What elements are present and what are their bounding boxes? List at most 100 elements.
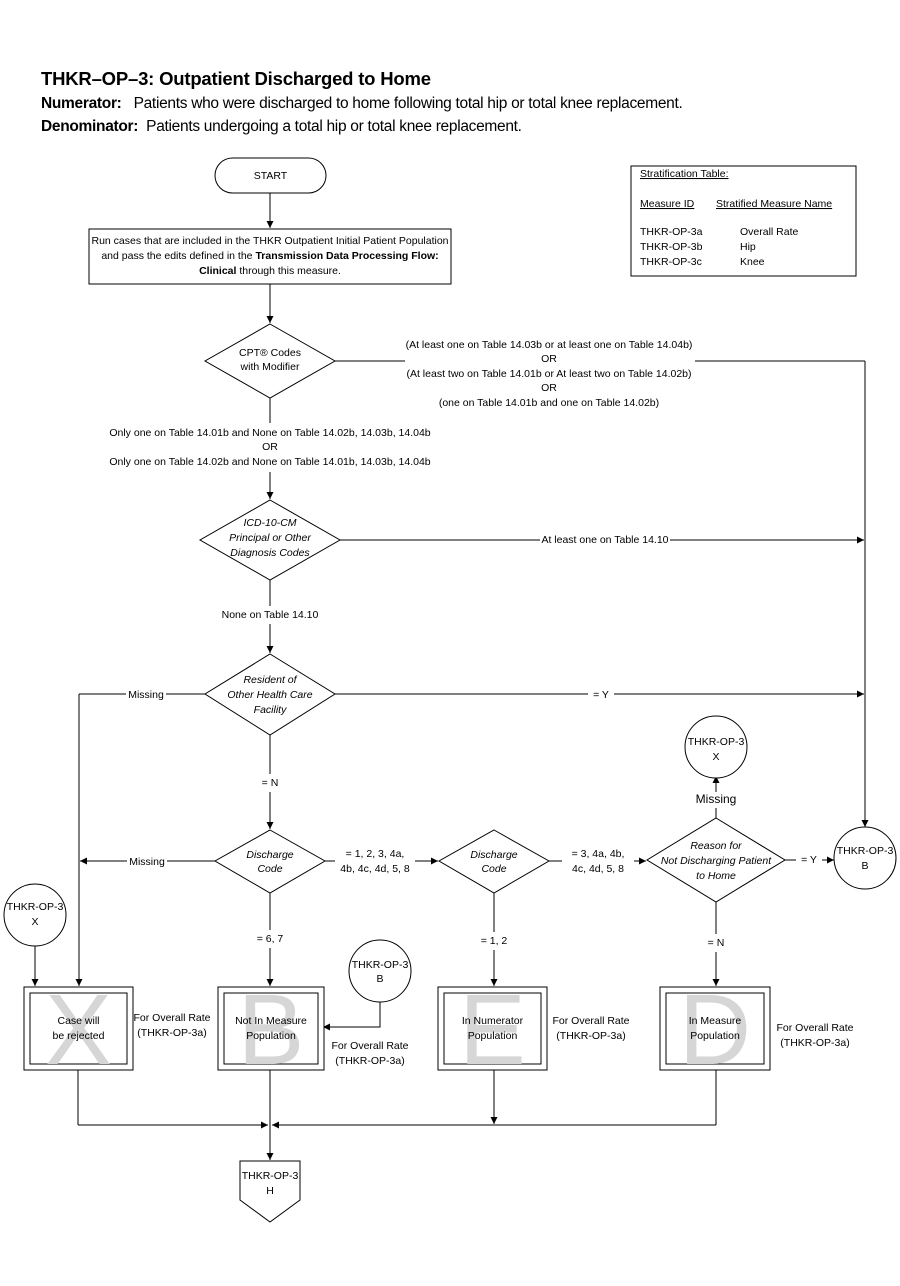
reason-label-3: to Home <box>696 870 736 882</box>
label-bg <box>405 336 695 412</box>
discharge2-label-1: Discharge <box>470 849 517 861</box>
strat-col-id: Measure ID <box>640 198 695 210</box>
discharge2-label-2: Code <box>481 863 506 875</box>
strat-row-id: THKR-OP-3b <box>640 241 703 253</box>
resident-down-label: = N <box>262 777 279 789</box>
outcome-d-note1: For Overall Rate <box>776 1022 853 1034</box>
discharge-decision-1 <box>213 829 327 894</box>
resident-left-label: Missing <box>128 689 164 701</box>
stratification-table <box>630 165 857 277</box>
connector-x-top-l2: X <box>712 751 719 763</box>
strat-row-name: Hip <box>740 241 756 253</box>
reason-up-label: Missing <box>696 792 737 806</box>
outcome-b-note1: For Overall Rate <box>331 1040 408 1052</box>
connector-x-left-l2: X <box>31 916 38 928</box>
cpt-right-or-1: OR <box>541 353 557 365</box>
outcome-d-note2: (THKR-OP-3a) <box>780 1037 849 1049</box>
outcome-x-l1: Case will <box>57 1015 99 1027</box>
label-bg <box>335 846 415 876</box>
numerator-label: Numerator: <box>41 95 122 112</box>
connector-h-l1: THKR-OP-3 <box>242 1170 299 1182</box>
outcome-b-l1: Not In Measure <box>235 1015 307 1027</box>
label-bg <box>540 532 670 548</box>
connector-x-top-l1: THKR-OP-3 <box>688 736 745 748</box>
outcome-b-l2: Population <box>246 1030 296 1042</box>
icd-down-label: None on Table 14.10 <box>222 609 319 621</box>
connector-b-mid-l2: B <box>376 973 383 985</box>
discharge2-down-label: = 1, 2 <box>481 935 508 947</box>
reason-right-label: = Y <box>801 854 817 866</box>
outcome-b: B Not In Measure Population <box>217 974 325 1086</box>
outcome-x-letter: X <box>45 974 112 1086</box>
denominator-label: Denominator: <box>41 118 139 135</box>
outcome-b-letter: B <box>238 974 305 1086</box>
outcome-d-letter: D <box>679 974 751 1086</box>
outcome-e-l2: Population <box>468 1030 518 1042</box>
resident-label-1: Resident of <box>243 674 297 686</box>
cpt-label-2: with Modifier <box>240 361 300 373</box>
offpage-connector-h <box>239 1160 301 1223</box>
outcome-e-note1: For Overall Rate <box>552 1015 629 1027</box>
discharge1-label-1: Discharge <box>246 849 293 861</box>
icd-label-3: Diagnosis Codes <box>230 547 310 559</box>
numerator-text: Patients who were discharged to home fol… <box>133 95 683 112</box>
denominator-text: Patients undergoing a total hip or total… <box>146 118 522 135</box>
outcome-d-l1: In Measure <box>689 1015 742 1027</box>
label-bg <box>588 687 614 701</box>
strat-row-name: Overall Rate <box>740 226 799 238</box>
strat-title: Stratification Table: <box>640 168 729 180</box>
cpt-right-1: (At least one on Table 14.03b or at leas… <box>406 339 693 351</box>
discharge1-right-2: 4b, 4c, 4d, 5, 8 <box>340 863 410 875</box>
reason-down-label: = N <box>708 937 725 949</box>
resident-label-3: Facility <box>254 704 287 716</box>
cpt-down-2: Only one on Table 14.02b and None on Tab… <box>109 456 430 468</box>
discharge1-left-label: Missing <box>129 856 165 868</box>
cpt-right-or-2: OR <box>541 382 557 394</box>
discharge1-label-2: Code <box>257 863 282 875</box>
discharge1-down-label: = 6, 7 <box>257 933 284 945</box>
connector-b-right-l2: B <box>861 860 868 872</box>
strat-row-id: THKR-OP-3a <box>640 226 703 238</box>
outcome-e-note2: (THKR-OP-3a) <box>556 1030 625 1042</box>
label-bg <box>127 854 167 868</box>
icd-label-1: ICD-10-CM <box>243 517 296 529</box>
connector-x-top <box>684 715 748 779</box>
outcome-d-l2: Population <box>690 1030 740 1042</box>
resident-label-2: Other Health Care <box>227 689 312 701</box>
connector-b-mid-l1: THKR-OP-3 <box>352 959 409 971</box>
outcome-x-note1: For Overall Rate <box>133 1012 210 1024</box>
outcome-e-letter: E <box>459 974 526 1086</box>
cpt-down-or: OR <box>262 441 278 453</box>
outcome-d: D In Measure Population <box>659 974 771 1086</box>
discharge1-right-1: = 1, 2, 3, 4a, <box>346 848 405 860</box>
connector-b-mid <box>348 939 412 1003</box>
connector-x-left-l1: THKR-OP-3 <box>7 901 64 913</box>
icd-label-2: Principal or Other <box>229 532 311 544</box>
connector-h-l2: H <box>266 1185 274 1197</box>
resident-right-label: = Y <box>593 689 609 701</box>
reason-label-1: Reason for <box>690 840 742 852</box>
run-cases-box <box>88 228 452 285</box>
strat-row-id: THKR-OP-3c <box>640 256 702 268</box>
discharge-decision-2 <box>437 829 551 894</box>
flow-arrow <box>323 1002 381 1031</box>
start-label: START <box>254 170 288 182</box>
outcome-x-note2: (THKR-OP-3a) <box>137 1027 206 1039</box>
strat-col-name: Stratified Measure Name <box>716 198 832 210</box>
cpt-label-1: CPT® Codes <box>239 347 301 359</box>
connector-b-right <box>833 826 897 890</box>
denominator-line: Denominator: Patients undergoing a total… <box>41 118 522 136</box>
label-bg <box>126 687 166 701</box>
run-box-line2: and pass the edits defined in the Transm… <box>101 250 438 262</box>
cpt-down-1: Only one on Table 14.01b and None on Tab… <box>109 427 430 439</box>
outcome-x: X Case will be rejected <box>23 974 134 1086</box>
run-box-line3: Clinical through this measure. <box>199 265 341 277</box>
label-bg <box>562 846 634 876</box>
discharge2-right-2: 4c, 4d, 5, 8 <box>572 863 624 875</box>
strat-row-name: Knee <box>740 256 765 268</box>
cpt-right-2: (At least two on Table 14.01b or At leas… <box>406 368 691 380</box>
connector-x-left <box>3 883 67 947</box>
page-title: THKR–OP–3: Outpatient Discharged to Home <box>41 68 431 89</box>
reason-label-2: Not Discharging Patient <box>661 855 772 867</box>
